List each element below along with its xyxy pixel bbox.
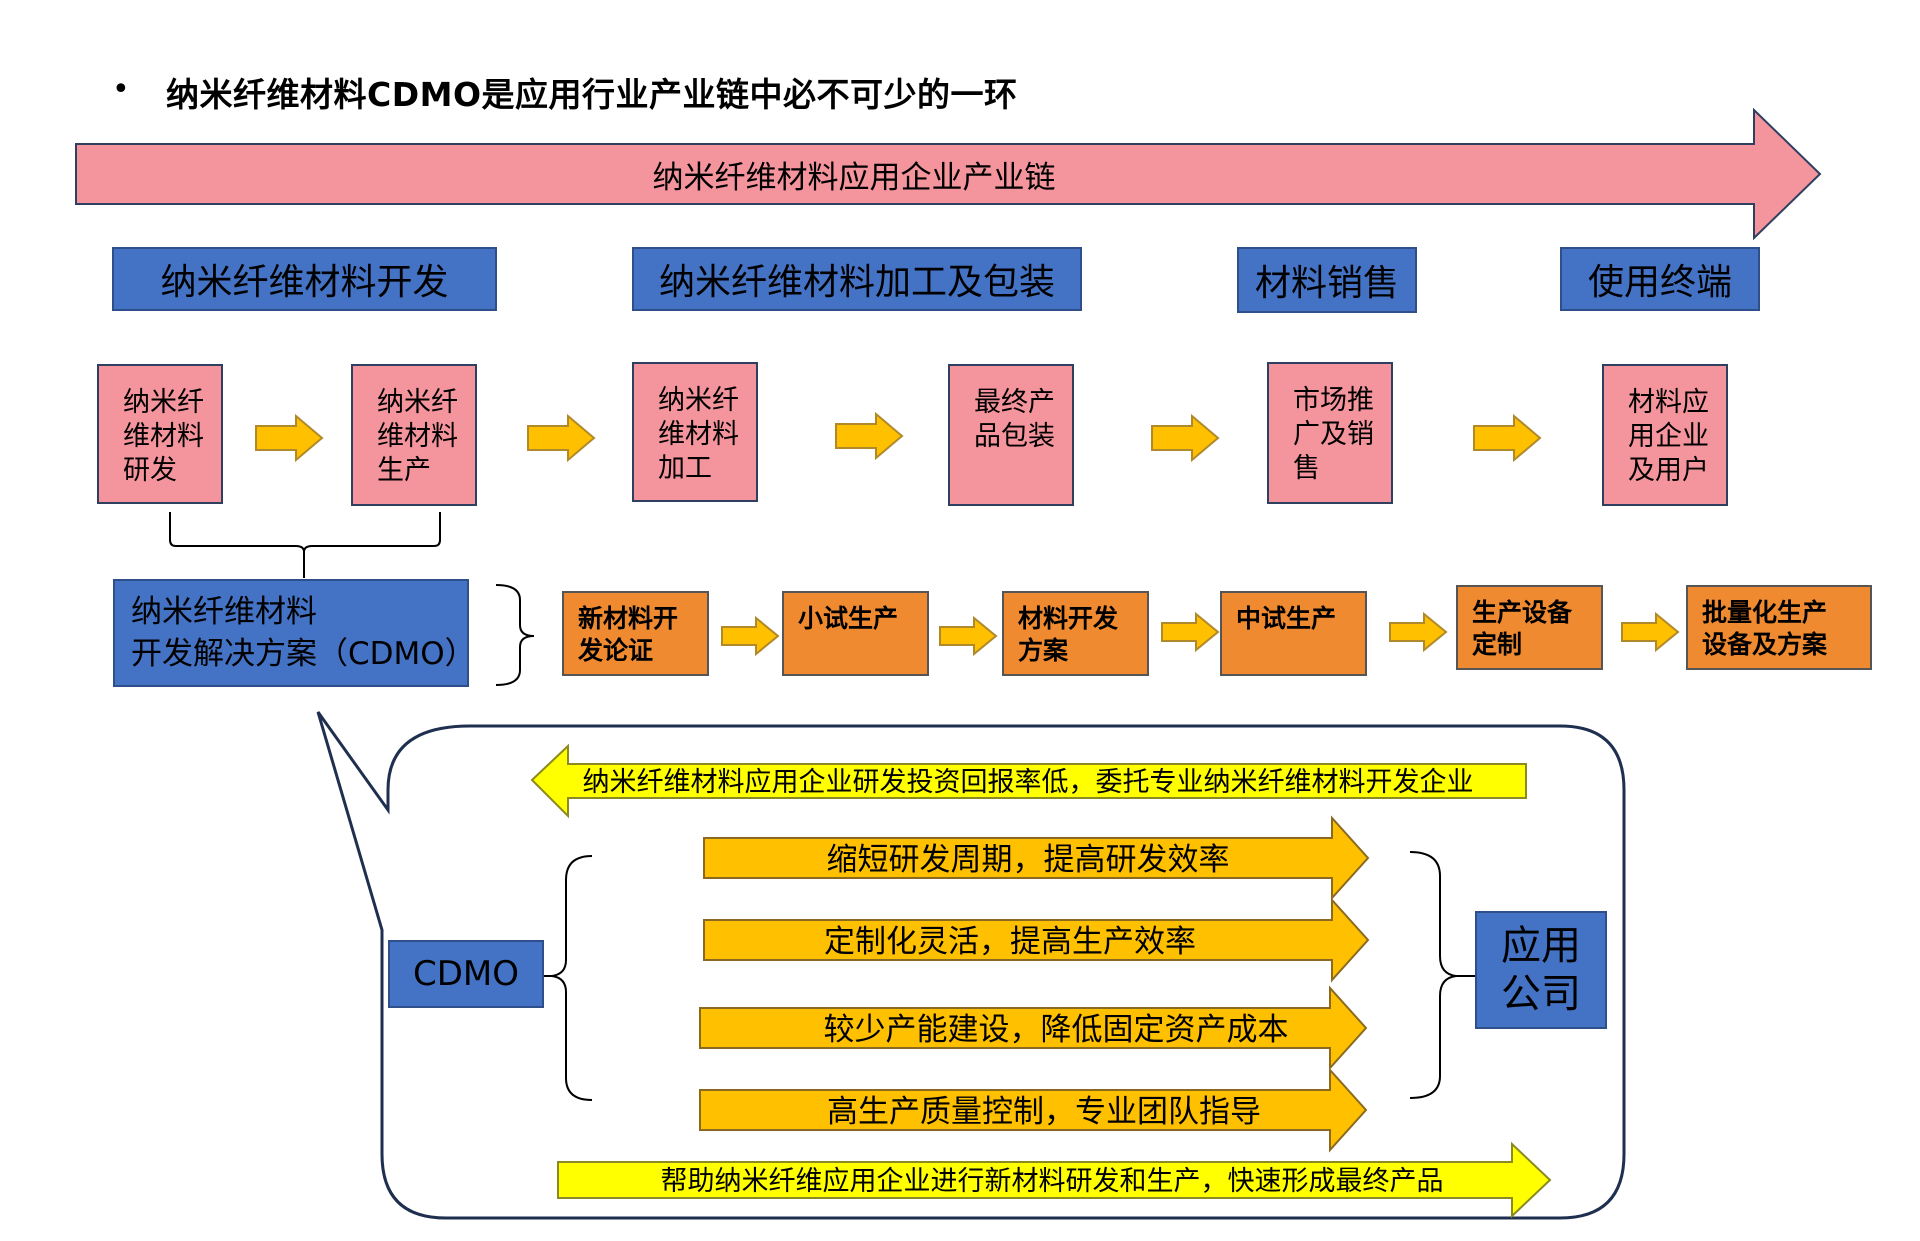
cdmo-step-pilot-small: 小试生产 — [782, 591, 929, 676]
cdmo-step-mass-production: 批量化生产 设备及方案 — [1686, 585, 1872, 670]
stage-processing: 纳米纤维材料加工及包装 — [632, 247, 1082, 311]
stage-end-use: 使用终端 — [1560, 247, 1760, 311]
heading-bullet: • — [112, 72, 130, 107]
page-title: 纳米纤维材料CDMO是应用行业产业链中必不可少的一环 — [166, 75, 1018, 114]
benefit-label-3: 较少产能建设，降低固定资产成本 — [824, 1012, 1289, 1048]
benefit-label-2: 定制化灵活，提高生产效率 — [824, 924, 1196, 960]
stage-development: 纳米纤维材料开发 — [112, 247, 497, 311]
stage-sales: 材料销售 — [1237, 247, 1417, 313]
process-box-research: 纳米纤 维材料 研发 — [97, 364, 223, 504]
industry-chain-arrow: 纳米纤维材料应用企业产业链 — [75, 108, 1822, 240]
cdmo-step-pilot-mid: 中试生产 — [1220, 591, 1367, 676]
process-box-production: 纳米纤 维材料 生产 — [351, 364, 477, 506]
process-box-marketing: 市场推 广及销 售 — [1267, 362, 1393, 504]
cdmo-box: CDMO — [388, 940, 544, 1008]
process-box-end-users: 材料应 用企业 及用户 — [1602, 364, 1728, 506]
cdmo-steps-brace — [495, 584, 535, 686]
cdmo-step-feasibility: 新材料开 发论证 — [562, 591, 709, 676]
bottom-right-arrow — [557, 1141, 1552, 1219]
cdmo-label: CDMO — [412, 954, 520, 994]
process-box-packaging: 最终产 品包装 — [948, 364, 1074, 506]
benefit-label-4: 高生产质量控制，专业团队指导 — [827, 1094, 1261, 1130]
benefit-arrow — [699, 985, 1368, 1071]
cdmo-solution-box: 纳米纤维材料 开发解决方案（CDMO） — [113, 579, 476, 687]
company-box: 应用 公司 — [1475, 911, 1607, 1029]
benefit-arrow — [703, 897, 1370, 983]
dev-bracket — [169, 512, 441, 578]
company-label: 应用 公司 — [1501, 923, 1581, 1017]
industry-chain-label: 纳米纤维材料应用企业产业链 — [653, 160, 1056, 196]
bottom-arrow-label: 帮助纳米纤维应用企业进行新材料研发和生产，快速形成最终产品 — [661, 1166, 1444, 1197]
top-arrow-label: 纳米纤维材料应用企业研发投资回报率低，委托专业纳米纤维材料开发企业 — [583, 767, 1474, 798]
process-box-processing: 纳米纤 维材料 加工 — [632, 362, 758, 502]
cdmo-step-material-plan: 材料开发 方案 — [1002, 591, 1149, 676]
top-left-arrow — [530, 743, 1527, 819]
benefit-arrow — [699, 1067, 1368, 1153]
benefit-label-1: 缩短研发周期，提高研发效率 — [827, 842, 1230, 878]
cdmo-step-equipment: 生产设备 定制 — [1456, 585, 1603, 670]
benefit-arrow — [703, 815, 1370, 901]
cdmo-solution-label: 纳米纤维材料 开发解决方案（CDMO） — [131, 594, 476, 672]
